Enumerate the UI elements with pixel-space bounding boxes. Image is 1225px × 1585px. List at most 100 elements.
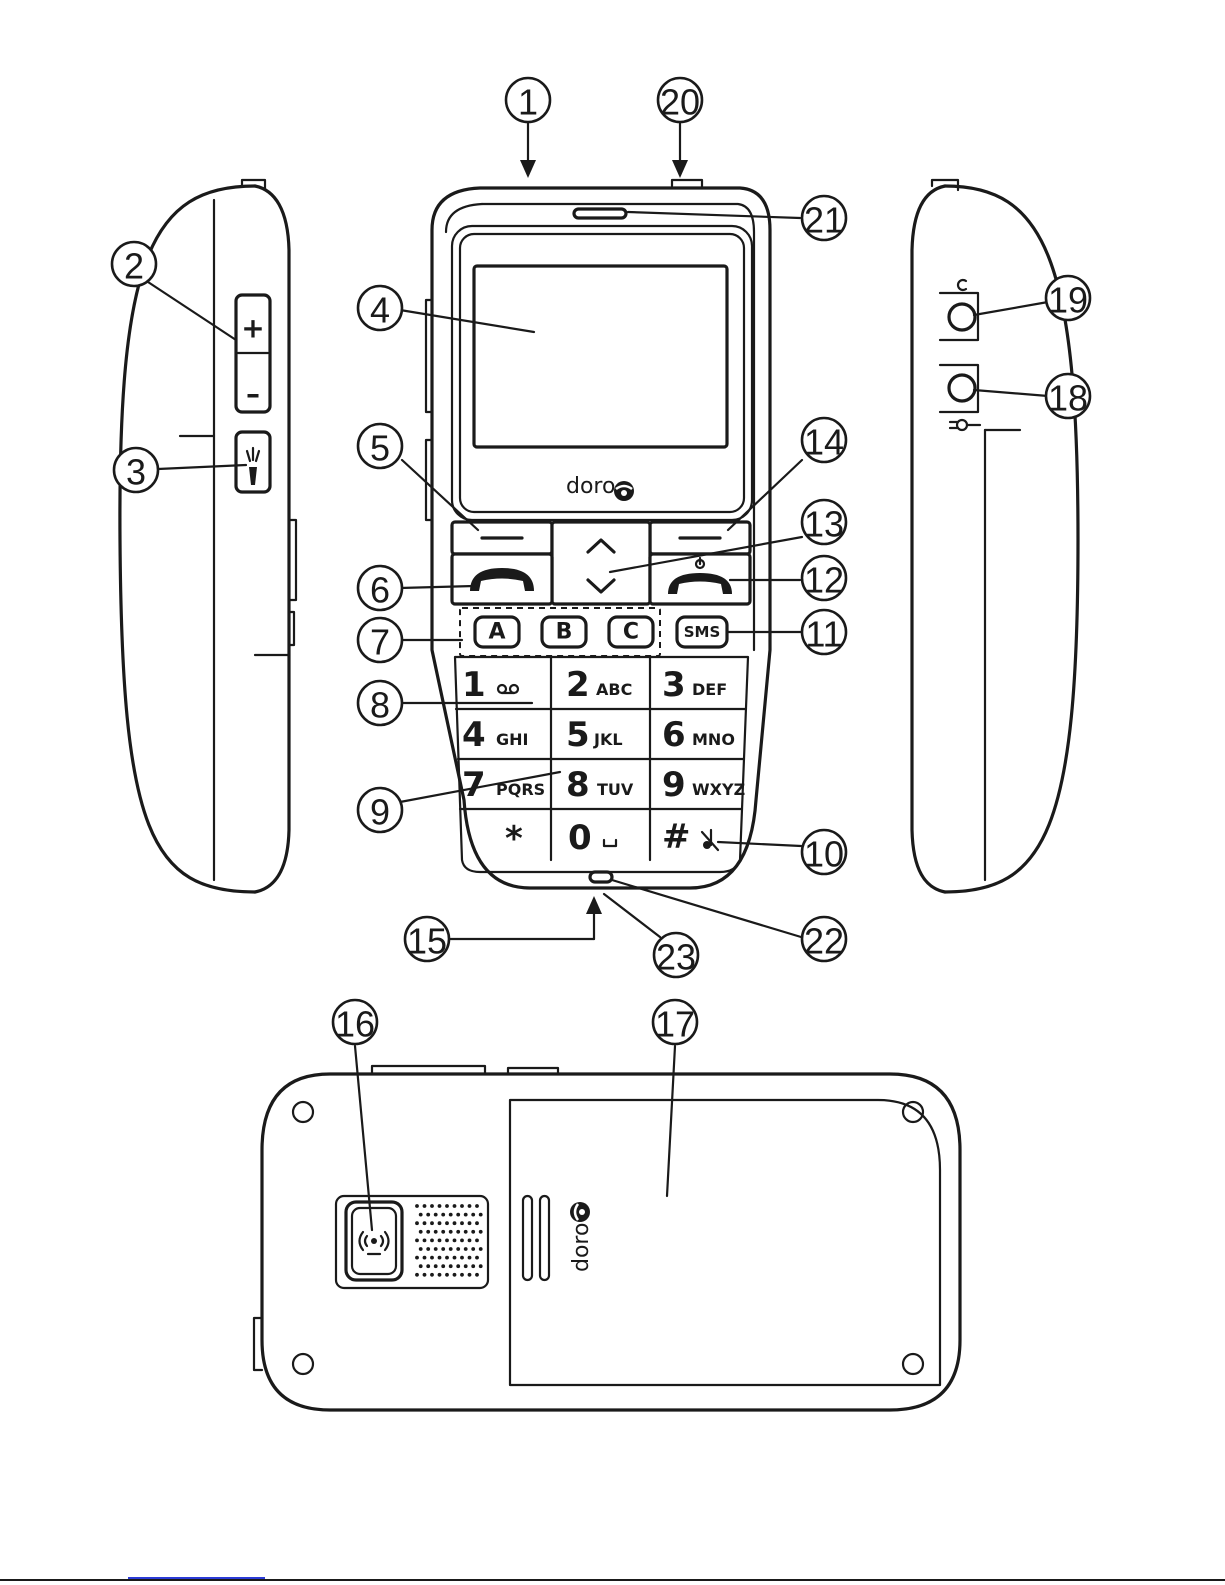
key-3-letters: DEF xyxy=(692,680,727,699)
key-5-letters: JKL xyxy=(593,730,623,749)
key-4-letters: GHI xyxy=(496,730,528,749)
speaker-hole xyxy=(419,1230,423,1234)
callout-7-label: 7 xyxy=(370,622,390,663)
key-4[interactable]: 4 GHI xyxy=(462,715,528,755)
callout-22-label: 22 xyxy=(804,921,844,962)
emergency-button[interactable] xyxy=(346,1202,402,1280)
callout-13: 13 xyxy=(802,500,846,545)
speaker-hole xyxy=(426,1230,430,1234)
speaker-hole xyxy=(456,1247,460,1251)
callout-19-label: 19 xyxy=(1048,280,1088,321)
doro-logo-icon xyxy=(614,481,634,501)
speaker-hole xyxy=(415,1273,419,1277)
speaker-hole xyxy=(460,1273,464,1277)
speaker-hole xyxy=(460,1221,464,1225)
speaker-hole xyxy=(475,1239,479,1243)
volume-rocker[interactable]: + – xyxy=(236,295,270,412)
key-8-digit: 8 xyxy=(566,765,590,805)
screw-top-left xyxy=(293,1102,313,1122)
key-8[interactable]: 8 TUV xyxy=(566,765,634,805)
key-star[interactable]: * xyxy=(505,819,523,859)
callout-10-label: 10 xyxy=(804,834,844,875)
key-hash-digit: # xyxy=(662,817,691,857)
speaker-hole xyxy=(460,1204,464,1208)
callout-17: 17 xyxy=(653,1000,697,1045)
callout-21-label: 21 xyxy=(804,200,844,241)
charger-socket[interactable] xyxy=(940,365,980,430)
callout-23: 23 xyxy=(654,933,698,978)
nav-key[interactable] xyxy=(552,522,650,604)
speaker-hole xyxy=(453,1256,457,1260)
memory-key-b[interactable]: B xyxy=(542,617,586,647)
key-2[interactable]: 2 ABC xyxy=(566,665,632,705)
callout-2: 2 xyxy=(112,242,156,287)
key-8-letters: TUV xyxy=(597,780,634,799)
callout-1: 1 xyxy=(506,78,550,123)
speaker-hole xyxy=(453,1273,457,1277)
speaker-hole xyxy=(415,1256,419,1260)
key-0[interactable]: 0 xyxy=(568,818,616,858)
key-6-letters: MNO xyxy=(692,730,735,749)
callout-5: 5 xyxy=(358,424,402,469)
callout-9-label: 9 xyxy=(370,792,390,833)
speaker-hole xyxy=(456,1213,460,1217)
callout-8-label: 8 xyxy=(370,685,390,726)
sms-key[interactable]: SMS xyxy=(677,617,727,647)
flashlight-button[interactable] xyxy=(236,432,270,492)
key-hash[interactable]: # xyxy=(662,817,718,857)
speaker-hole xyxy=(423,1239,427,1243)
call-key[interactable] xyxy=(452,554,552,604)
callout-18: 18 xyxy=(1046,374,1090,419)
volume-down-label: – xyxy=(246,378,260,411)
speaker-hole xyxy=(415,1204,419,1208)
speaker-hole xyxy=(434,1230,438,1234)
callout-12-label: 12 xyxy=(804,560,844,601)
speaker-hole xyxy=(449,1213,453,1217)
speaker-hole xyxy=(419,1213,423,1217)
key-5-digit: 5 xyxy=(566,715,590,755)
callout-10: 10 xyxy=(802,830,846,875)
speaker-hole xyxy=(464,1213,468,1217)
back-logo-text: doro xyxy=(569,1223,594,1272)
callout-11-label: 11 xyxy=(805,614,842,655)
speaker-hole xyxy=(438,1273,442,1277)
callout-18-label: 18 xyxy=(1048,378,1088,419)
back-doro-logo-icon xyxy=(570,1202,590,1222)
speaker-hole xyxy=(464,1230,468,1234)
speaker-hole xyxy=(479,1213,483,1217)
speaker-hole xyxy=(471,1213,475,1217)
speaker-hole xyxy=(430,1256,434,1260)
speaker-hole xyxy=(423,1221,427,1225)
key-1-digit: 1 xyxy=(462,665,486,705)
memory-key-a[interactable]: A xyxy=(475,617,519,647)
memory-key-b-label: B xyxy=(556,620,573,645)
key-5[interactable]: 5 JKL xyxy=(566,715,623,755)
key-6[interactable]: 6 MNO xyxy=(662,715,735,755)
speaker-hole xyxy=(426,1264,430,1268)
speaker-hole xyxy=(430,1239,434,1243)
key-9[interactable]: 9 WXYZ xyxy=(662,765,745,805)
headset-jack[interactable] xyxy=(940,280,978,340)
speaker-hole xyxy=(430,1273,434,1277)
speaker-hole xyxy=(471,1247,475,1251)
speaker-hole xyxy=(441,1264,445,1268)
callout-14-label: 14 xyxy=(804,422,844,463)
callout-16-label: 16 xyxy=(335,1004,375,1045)
key-3[interactable]: 3 DEF xyxy=(662,665,727,705)
sms-key-label: SMS xyxy=(684,623,721,641)
key-1[interactable]: 1 xyxy=(462,665,518,705)
speaker-hole xyxy=(430,1221,434,1225)
key-7[interactable]: 7 PQRS xyxy=(462,765,545,805)
key-4-digit: 4 xyxy=(462,715,486,755)
speaker-hole xyxy=(419,1264,423,1268)
callout-2-label: 2 xyxy=(124,246,144,287)
speaker-hole xyxy=(434,1264,438,1268)
speaker-hole xyxy=(453,1221,457,1225)
speaker-hole xyxy=(464,1264,468,1268)
callout-6-label: 6 xyxy=(370,570,390,611)
speaker-hole xyxy=(471,1264,475,1268)
memory-key-c[interactable]: C xyxy=(609,617,653,647)
speaker-hole xyxy=(426,1247,430,1251)
left-side-view: + – xyxy=(120,180,296,892)
